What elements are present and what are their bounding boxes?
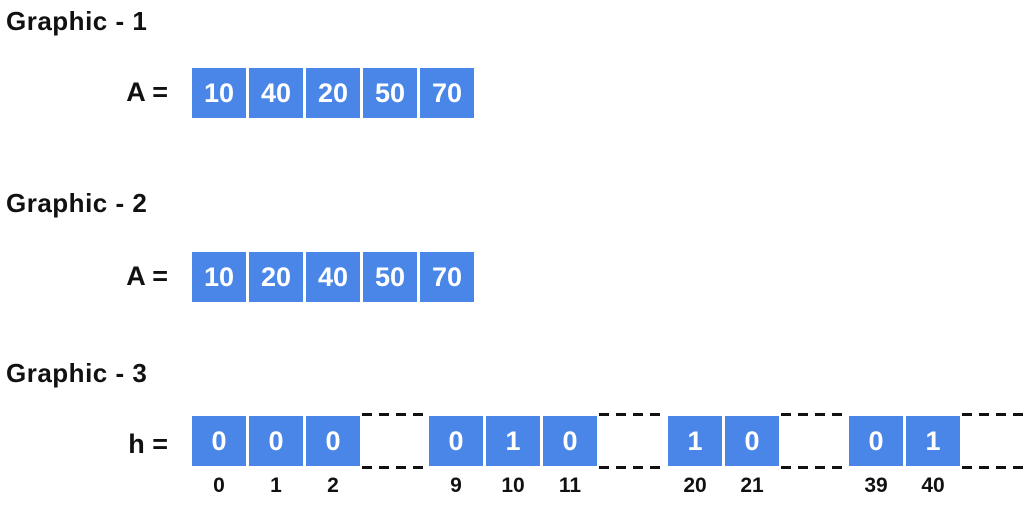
index-label: 21: [740, 474, 764, 497]
dashed-gap: [962, 412, 1027, 470]
array-group: 0 1 0 9 10 11: [425, 412, 601, 498]
array-group-indices: 0 1 2: [188, 474, 364, 498]
index-label: 40: [921, 474, 945, 497]
array-cell: 1: [906, 416, 960, 466]
index-label: 11: [558, 474, 582, 497]
index-label: 2: [327, 474, 339, 497]
graphic-3-title: Graphic - 3: [6, 358, 148, 388]
array-cell: 0: [429, 416, 483, 466]
array-group: 0 1 39 40: [845, 412, 964, 498]
dashed-gap: [781, 412, 847, 470]
array-group: 0 0 0 0 1 2: [188, 412, 364, 498]
array-cell: 40: [249, 68, 303, 118]
array-cell: 0: [543, 416, 597, 466]
array-cell: 70: [420, 68, 474, 118]
index-label: 0: [213, 474, 225, 497]
array-cell: 50: [363, 68, 417, 118]
graphic-2-title: Graphic - 2: [6, 188, 148, 218]
graphic-1-array-label: A =: [126, 77, 168, 107]
array-group-cells: 0 1: [845, 412, 964, 470]
array-cell: 0: [306, 416, 360, 466]
array-cell: 70: [420, 252, 474, 302]
array-cell: 0: [249, 416, 303, 466]
graphic-1-array: 10 40 20 50 70: [188, 64, 478, 122]
index-label: 10: [501, 474, 525, 497]
array-cell: 20: [249, 252, 303, 302]
array-group-cells: 0 0 0: [188, 412, 364, 470]
index-label: 20: [683, 474, 707, 497]
array-group-cells: 1 0: [664, 412, 783, 470]
array-group-indices: 39 40: [845, 474, 964, 498]
array-cell: 1: [486, 416, 540, 466]
dashed-gap: [362, 412, 427, 470]
array-cell: 20: [306, 68, 360, 118]
array-cell: 10: [192, 68, 246, 118]
array-group-indices: 20 21: [664, 474, 783, 498]
array-cell: 0: [849, 416, 903, 466]
graphic-2-array: 10 20 40 50 70: [188, 248, 478, 306]
dashed-gap: [599, 412, 666, 470]
array-cell: 0: [725, 416, 779, 466]
array-cell: 50: [363, 252, 417, 302]
array-group-cells: 0 1 0: [425, 412, 601, 470]
array-cell: 10: [192, 252, 246, 302]
graphic-3-array-label: h =: [128, 429, 168, 459]
index-label: 9: [450, 474, 462, 497]
graphic-1-title: Graphic - 1: [6, 6, 148, 36]
array-cell: 0: [192, 416, 246, 466]
graphic-2-array-label: A =: [126, 261, 168, 291]
array-cell: 1: [668, 416, 722, 466]
graphic-3-array: 0 0 0 0 1 2 0 1 0 9 10 11 1 0 20 21: [188, 412, 1027, 498]
array-group-indices: 9 10 11: [425, 474, 601, 498]
array-group: 1 0 20 21: [664, 412, 783, 498]
index-label: 1: [270, 474, 282, 497]
array-cell: 40: [306, 252, 360, 302]
index-label: 39: [864, 474, 888, 497]
